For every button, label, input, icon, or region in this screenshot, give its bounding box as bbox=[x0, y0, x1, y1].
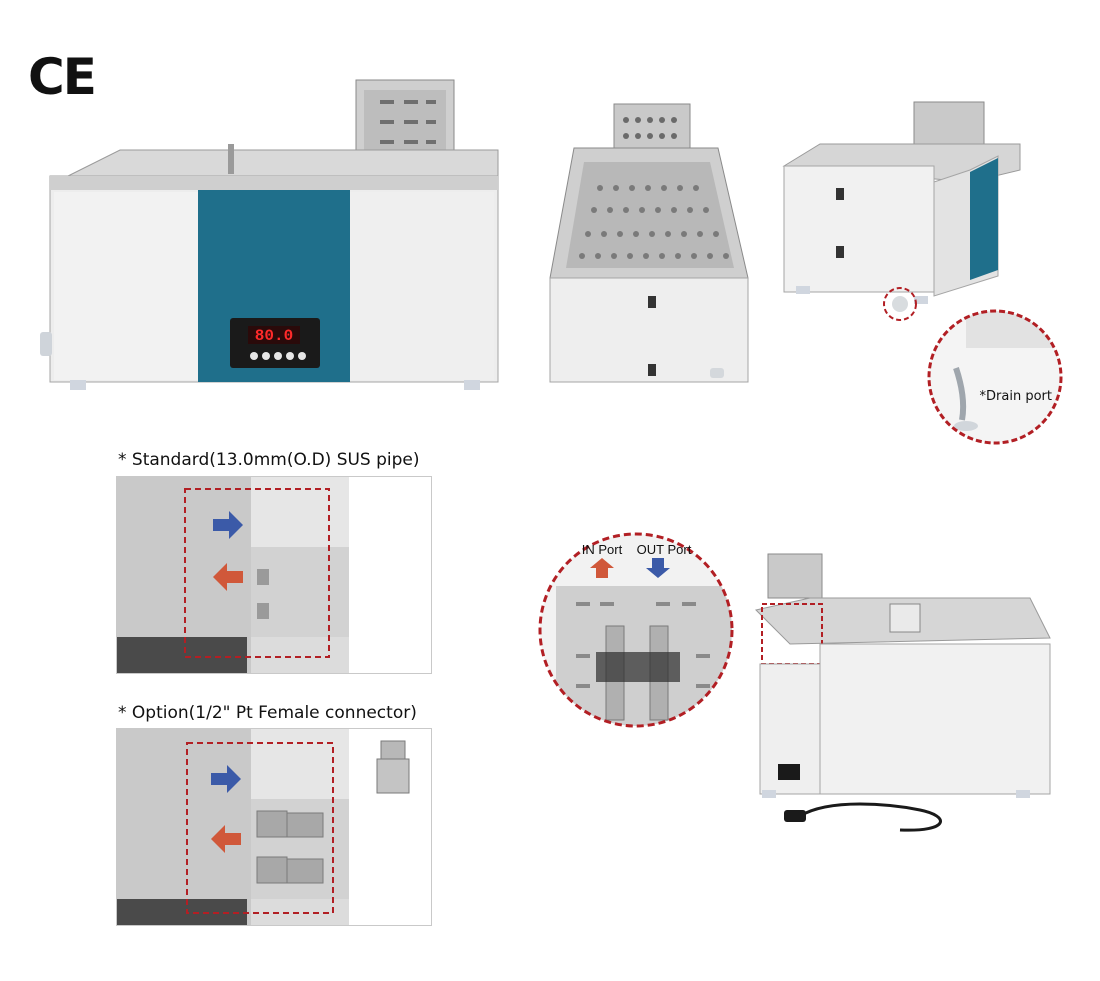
option-caption: * Option(1/2" Pt Female connector) bbox=[118, 703, 417, 723]
temperature-readout: 80.0 bbox=[255, 327, 293, 345]
in-port-arrow-icon bbox=[590, 558, 614, 578]
drain-port-callout: *Drain port bbox=[926, 308, 1064, 446]
in-arrow-icon bbox=[213, 563, 243, 591]
option-connector-photo bbox=[116, 728, 432, 926]
female-connector-part bbox=[376, 740, 410, 794]
in-port-label: IN Port bbox=[582, 542, 623, 557]
standard-caption: * Standard(13.0mm(O.D) SUS pipe) bbox=[118, 450, 420, 470]
out-port-arrow-icon bbox=[646, 558, 670, 578]
out-port-label: OUT Port bbox=[637, 542, 692, 557]
standard-pipe-photo bbox=[116, 476, 432, 674]
out-arrow-icon bbox=[213, 511, 243, 539]
drain-port-label: *Drain port bbox=[980, 389, 1052, 404]
side-view-photo bbox=[740, 548, 1070, 838]
ce-mark-icon: CE bbox=[28, 48, 97, 106]
top-open-view-photo bbox=[540, 98, 760, 388]
front-view-photo: 80.0 bbox=[40, 72, 510, 402]
port-callout: IN Port OUT Port bbox=[536, 530, 736, 730]
rear-corner-view-photo bbox=[780, 100, 1030, 330]
